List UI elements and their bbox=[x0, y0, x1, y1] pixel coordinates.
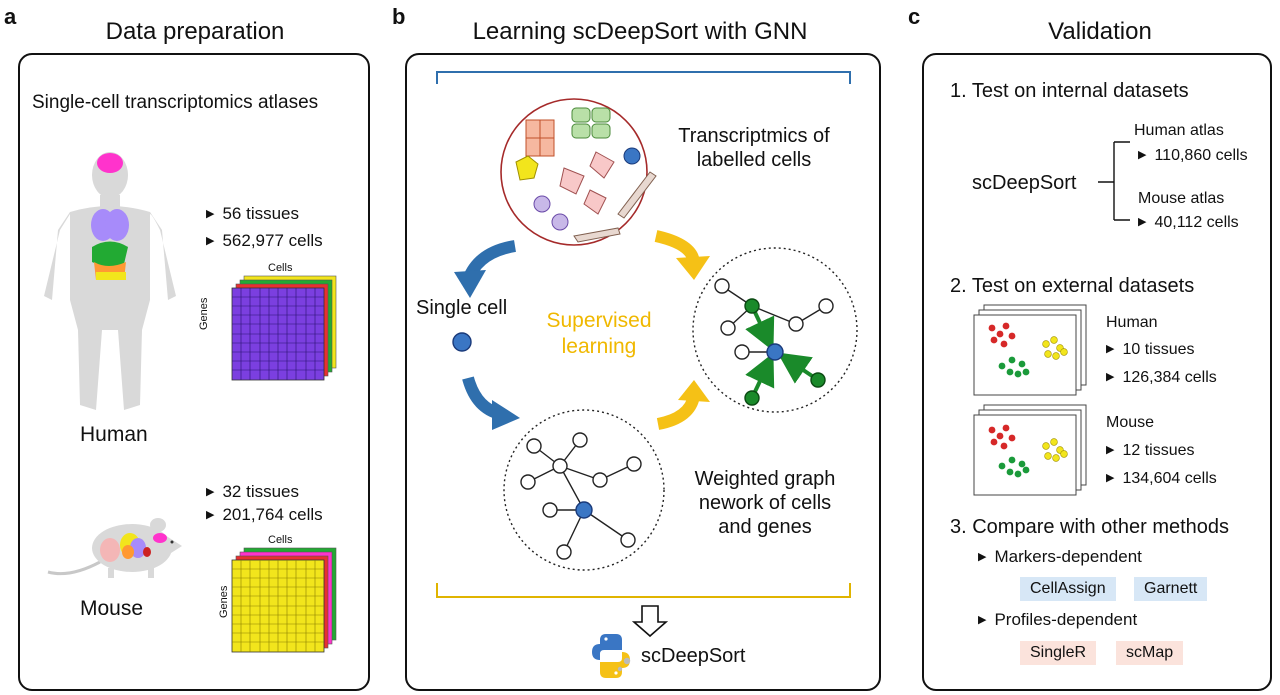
profiles-dependent-label: Profiles-dependent bbox=[978, 610, 1137, 630]
blue-arrow-bottom bbox=[462, 376, 520, 430]
method-chip-scmap: scMap bbox=[1116, 641, 1184, 665]
panel-letter-b: b bbox=[392, 4, 406, 29]
human-external-dataset-cards bbox=[973, 304, 1087, 396]
panel-letter-c: c bbox=[908, 4, 921, 29]
weighted-caption-line2: nework of cells bbox=[698, 492, 832, 514]
blue-arrow-top bbox=[454, 240, 517, 298]
profiles-dependent-text: Profiles-dependent bbox=[994, 610, 1138, 629]
internal-heading: 1. Test on internal datasets bbox=[950, 80, 1189, 102]
human-tissues-count: 56 tissues bbox=[206, 204, 299, 224]
mouse-body-figure bbox=[47, 518, 182, 578]
human-cells-count: 562,977 cells bbox=[206, 231, 323, 251]
human-expression-matrix bbox=[231, 275, 337, 381]
human-label: Human bbox=[80, 423, 148, 446]
panel-b-title: Learning scDeepSort with GNN bbox=[472, 18, 808, 45]
human-body-figure bbox=[44, 152, 176, 410]
mouse-tissues-text: 32 tissues bbox=[222, 482, 300, 501]
mouse-expression-matrix bbox=[231, 547, 337, 653]
external-human-cells: 126,384 cells bbox=[1106, 369, 1217, 387]
human-atlas-cells-text: 110,860 cells bbox=[1154, 147, 1248, 164]
panel-a-box bbox=[18, 53, 370, 691]
python-logo-icon bbox=[592, 634, 631, 678]
atlas-title: Single-cell transcriptomics atlases bbox=[32, 92, 319, 113]
weighted-graph-caption: Weighted graph nework of cells and genes bbox=[680, 467, 850, 539]
mouse-tissues-count: 32 tissues bbox=[206, 482, 299, 502]
gnn-circle bbox=[692, 247, 858, 413]
human-cells-text: 562,977 cells bbox=[222, 231, 323, 250]
labelled-cells-caption-line2: labelled cells bbox=[696, 149, 812, 171]
external-mouse-tissues: 12 tissues bbox=[1106, 442, 1195, 460]
yellow-arrow-top bbox=[654, 230, 710, 280]
output-arrow-icon bbox=[631, 605, 669, 638]
labelled-cells-caption: Transcriptmics of labelled cells bbox=[660, 124, 848, 172]
method-chip-cellassign: CellAssign bbox=[1020, 577, 1116, 601]
human-atlas-label: Human atlas bbox=[1134, 122, 1224, 139]
external-human-cells-text: 126,384 cells bbox=[1122, 369, 1217, 386]
weighted-graph-circle bbox=[503, 409, 665, 571]
external-human-label: Human bbox=[1106, 314, 1158, 331]
mouse-atlas-cells: 40,112 cells bbox=[1138, 214, 1239, 232]
single-cell-dot bbox=[452, 332, 472, 352]
external-mouse-tissues-text: 12 tissues bbox=[1122, 442, 1195, 459]
mouse-label: Mouse bbox=[80, 597, 144, 620]
brain-organ bbox=[97, 153, 123, 173]
markers-dependent-label: Markers-dependent bbox=[978, 547, 1142, 567]
external-human-tissues-text: 10 tissues bbox=[1122, 341, 1195, 358]
external-human-tissues: 10 tissues bbox=[1106, 341, 1195, 359]
supervised-line2: learning bbox=[561, 335, 637, 358]
mouse-matrix-genes-label: Genes bbox=[218, 585, 230, 618]
yellow-arrow-bottom bbox=[656, 380, 710, 430]
supervised-learning-label: Supervised learning bbox=[538, 308, 660, 360]
weighted-caption-line1: Weighted graph bbox=[694, 468, 836, 490]
panel-c-box bbox=[922, 53, 1272, 691]
human-atlas-cells: 110,860 cells bbox=[1138, 147, 1248, 165]
weighted-caption-line3: and genes bbox=[718, 516, 812, 538]
mouse-matrix-cells-label: Cells bbox=[268, 534, 293, 546]
output-scdeepsort-label: scDeepSort bbox=[641, 645, 746, 667]
method-chip-singler: SingleR bbox=[1020, 641, 1097, 665]
external-mouse-label: Mouse bbox=[1106, 414, 1155, 431]
panel-a-title: Data preparation bbox=[105, 18, 285, 45]
mouse-cells-text: 201,764 cells bbox=[222, 505, 323, 524]
top-bracket bbox=[436, 71, 851, 84]
human-matrix-cells-label: Cells bbox=[268, 262, 293, 274]
external-mouse-cells: 134,604 cells bbox=[1106, 470, 1217, 488]
bottom-bracket bbox=[436, 583, 851, 598]
labelled-cells-caption-line1: Transcriptmics of bbox=[678, 125, 830, 147]
liver-organ bbox=[92, 241, 128, 267]
panel-c-title: Validation bbox=[1048, 18, 1152, 45]
internal-root-label: scDeepSort bbox=[972, 172, 1077, 194]
external-heading: 2. Test on external datasets bbox=[950, 275, 1195, 297]
supervised-line1: Supervised bbox=[546, 309, 652, 332]
human-tissues-text: 56 tissues bbox=[222, 204, 300, 223]
mouse-atlas-cells-text: 40,112 cells bbox=[1154, 214, 1239, 231]
human-matrix-genes-label: Genes bbox=[198, 297, 210, 330]
external-mouse-cells-text: 134,604 cells bbox=[1122, 470, 1217, 487]
single-cell-label: Single cell bbox=[416, 297, 508, 319]
panel-b-box bbox=[405, 53, 881, 691]
labelled-cells-circle bbox=[500, 98, 657, 246]
compare-heading: 3. Compare with other methods bbox=[950, 516, 1230, 538]
panel-letter-a: a bbox=[4, 4, 17, 29]
internal-tree-lines bbox=[1098, 141, 1130, 221]
mouse-atlas-label: Mouse atlas bbox=[1138, 190, 1225, 207]
mouse-cells-count: 201,764 cells bbox=[206, 505, 323, 525]
markers-dependent-text: Markers-dependent bbox=[994, 547, 1142, 566]
mouse-external-dataset-cards bbox=[973, 404, 1087, 496]
method-chip-garnett: Garnett bbox=[1134, 577, 1208, 601]
